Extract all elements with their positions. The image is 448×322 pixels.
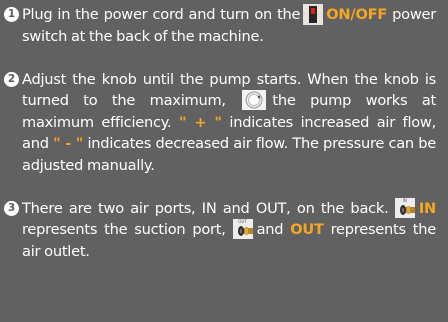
out-port-tag: OUT xyxy=(238,219,247,225)
step-2-text-c: indicates increased air flow, and xyxy=(22,113,437,153)
step-number-badge: 3 xyxy=(4,200,19,216)
step-3-text-c: and xyxy=(256,221,284,239)
step-1-text-after: power switch at the back of the machine. xyxy=(22,6,436,45)
step-3-text-d: represents the air outlet. xyxy=(22,221,436,260)
in-port-tag: IN xyxy=(402,197,407,203)
step-number-badge: 1 xyxy=(4,7,19,22)
step-3-text-a: There are two air ports, IN and OUT, on … xyxy=(22,199,389,217)
minus-symbol: " - " xyxy=(53,135,84,153)
step-2-text-b: the pump works at maximum efficiency. xyxy=(22,92,436,131)
on-off-highlight: ON/OFF xyxy=(326,6,388,23)
step-2-text-a: Adjust the knob until the pump starts. W… xyxy=(22,70,436,110)
in-port-icon: IN xyxy=(394,197,415,218)
step-1-text-before: Plug in the power cord and turn on the xyxy=(22,6,301,23)
step-number-badge: 2 xyxy=(4,71,19,87)
step-2-text-d: indicates decreased air flow. The pressu… xyxy=(22,135,436,174)
power-switch-icon xyxy=(303,3,324,25)
knob-max-icon xyxy=(242,90,267,111)
in-highlight: IN xyxy=(418,199,436,217)
step-3-text-b: represents the suction port, xyxy=(22,221,226,239)
plus-symbol: " + " xyxy=(179,113,222,131)
out-highlight: OUT xyxy=(290,221,324,239)
out-port-icon: OUT xyxy=(232,219,253,240)
